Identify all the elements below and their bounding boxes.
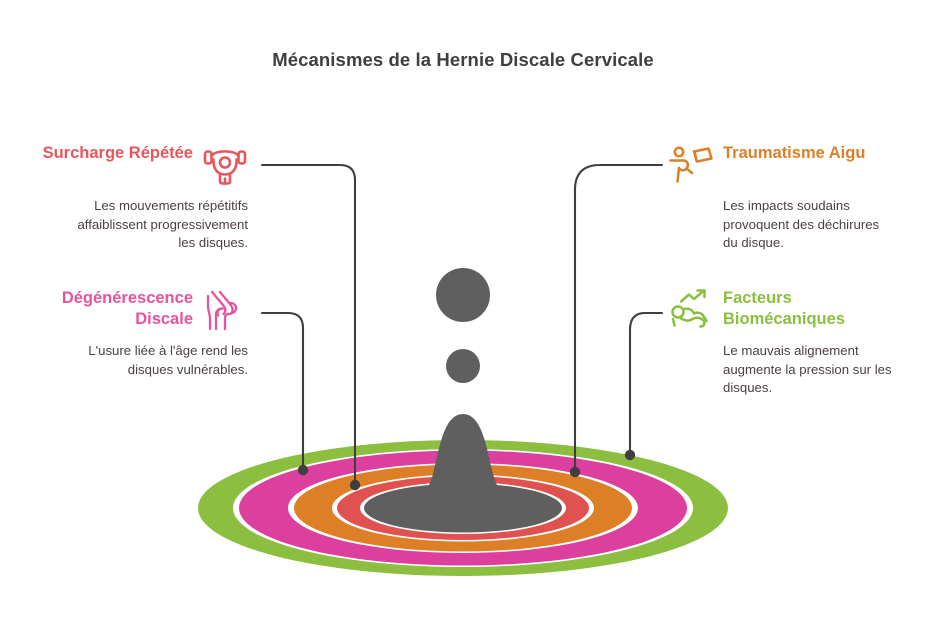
falling-person-icon [668,143,714,187]
item-description-degenerescence: L'usure liée à l'âge rend les disques vu… [88,343,248,377]
running-person-trend-icon [668,288,714,332]
item-header: Surcharge Répétée [28,143,248,187]
item-degenerescence-discale[interactable]: Dégénérescence Discale L'us [8,288,248,379]
item-title-traumatisme: Traumatisme Aigu [723,144,866,162]
item-description-facteurs: Le mauvais alignement augmente la pressi… [723,343,892,396]
item-title-facteurs: Facteurs Biomécaniques [723,289,845,329]
page-title: Mécanismes de la Hernie Discale Cervical… [272,49,654,70]
item-description-surcharge: Les mouvements répétitifs affaiblissent … [77,198,248,251]
item-header: Dégénérescence Discale [8,288,248,332]
connector-lines [260,163,664,487]
item-description-traumatisme: Les impacts soudains provoquent des déch… [723,198,880,251]
item-header: Facteurs Biomécaniques [668,288,908,332]
connector-surcharge [260,163,357,487]
large-gray-circle [436,268,490,322]
item-header: Traumatisme Aigu [668,143,908,187]
connector-dot-facteurs [624,449,636,461]
item-title-surcharge: Surcharge Répétée [42,144,193,162]
connector-degenerescence [260,311,305,472]
connector-dot-traumatisme [569,466,581,478]
item-traumatisme-aigu[interactable]: Traumatisme Aigu Les impacts soudains pr… [668,143,908,253]
disc-herniation-peak [385,414,541,521]
connector-endpoints [297,449,636,491]
joint-bone-icon [202,288,248,332]
item-title-degenerescence: Dégénérescence Discale [61,289,193,329]
item-facteurs-biomecaniques[interactable]: Facteurs Biomécaniques Le mauvais aligne… [668,288,908,398]
connector-dot-degenerescence [297,464,309,476]
weightlifter-icon [202,143,248,187]
connector-traumatisme [573,163,664,474]
connector-facteurs [628,311,664,457]
small-gray-circle [446,349,480,383]
item-surcharge-repetee[interactable]: Surcharge Répétée Les mouve [28,143,248,253]
connector-dot-surcharge [349,479,361,491]
